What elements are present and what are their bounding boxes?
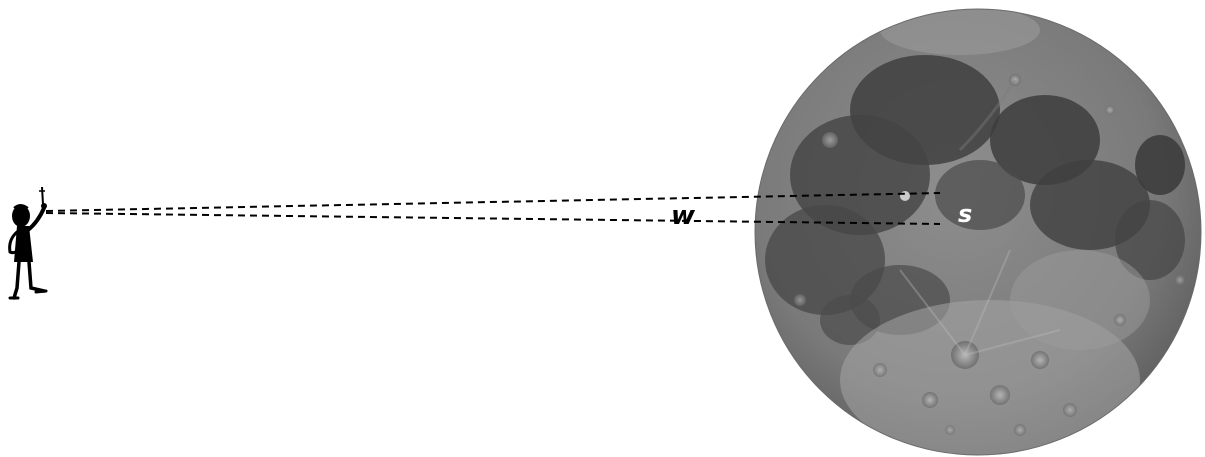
- person-pointing-icon: [8, 186, 48, 300]
- sight-line-upper: [45, 192, 941, 212]
- label-s: s: [958, 200, 972, 228]
- sight-line-lower: [45, 212, 941, 225]
- label-w: w: [671, 201, 696, 231]
- moon-icon: [754, 8, 1202, 456]
- sight-lines: [45, 192, 941, 225]
